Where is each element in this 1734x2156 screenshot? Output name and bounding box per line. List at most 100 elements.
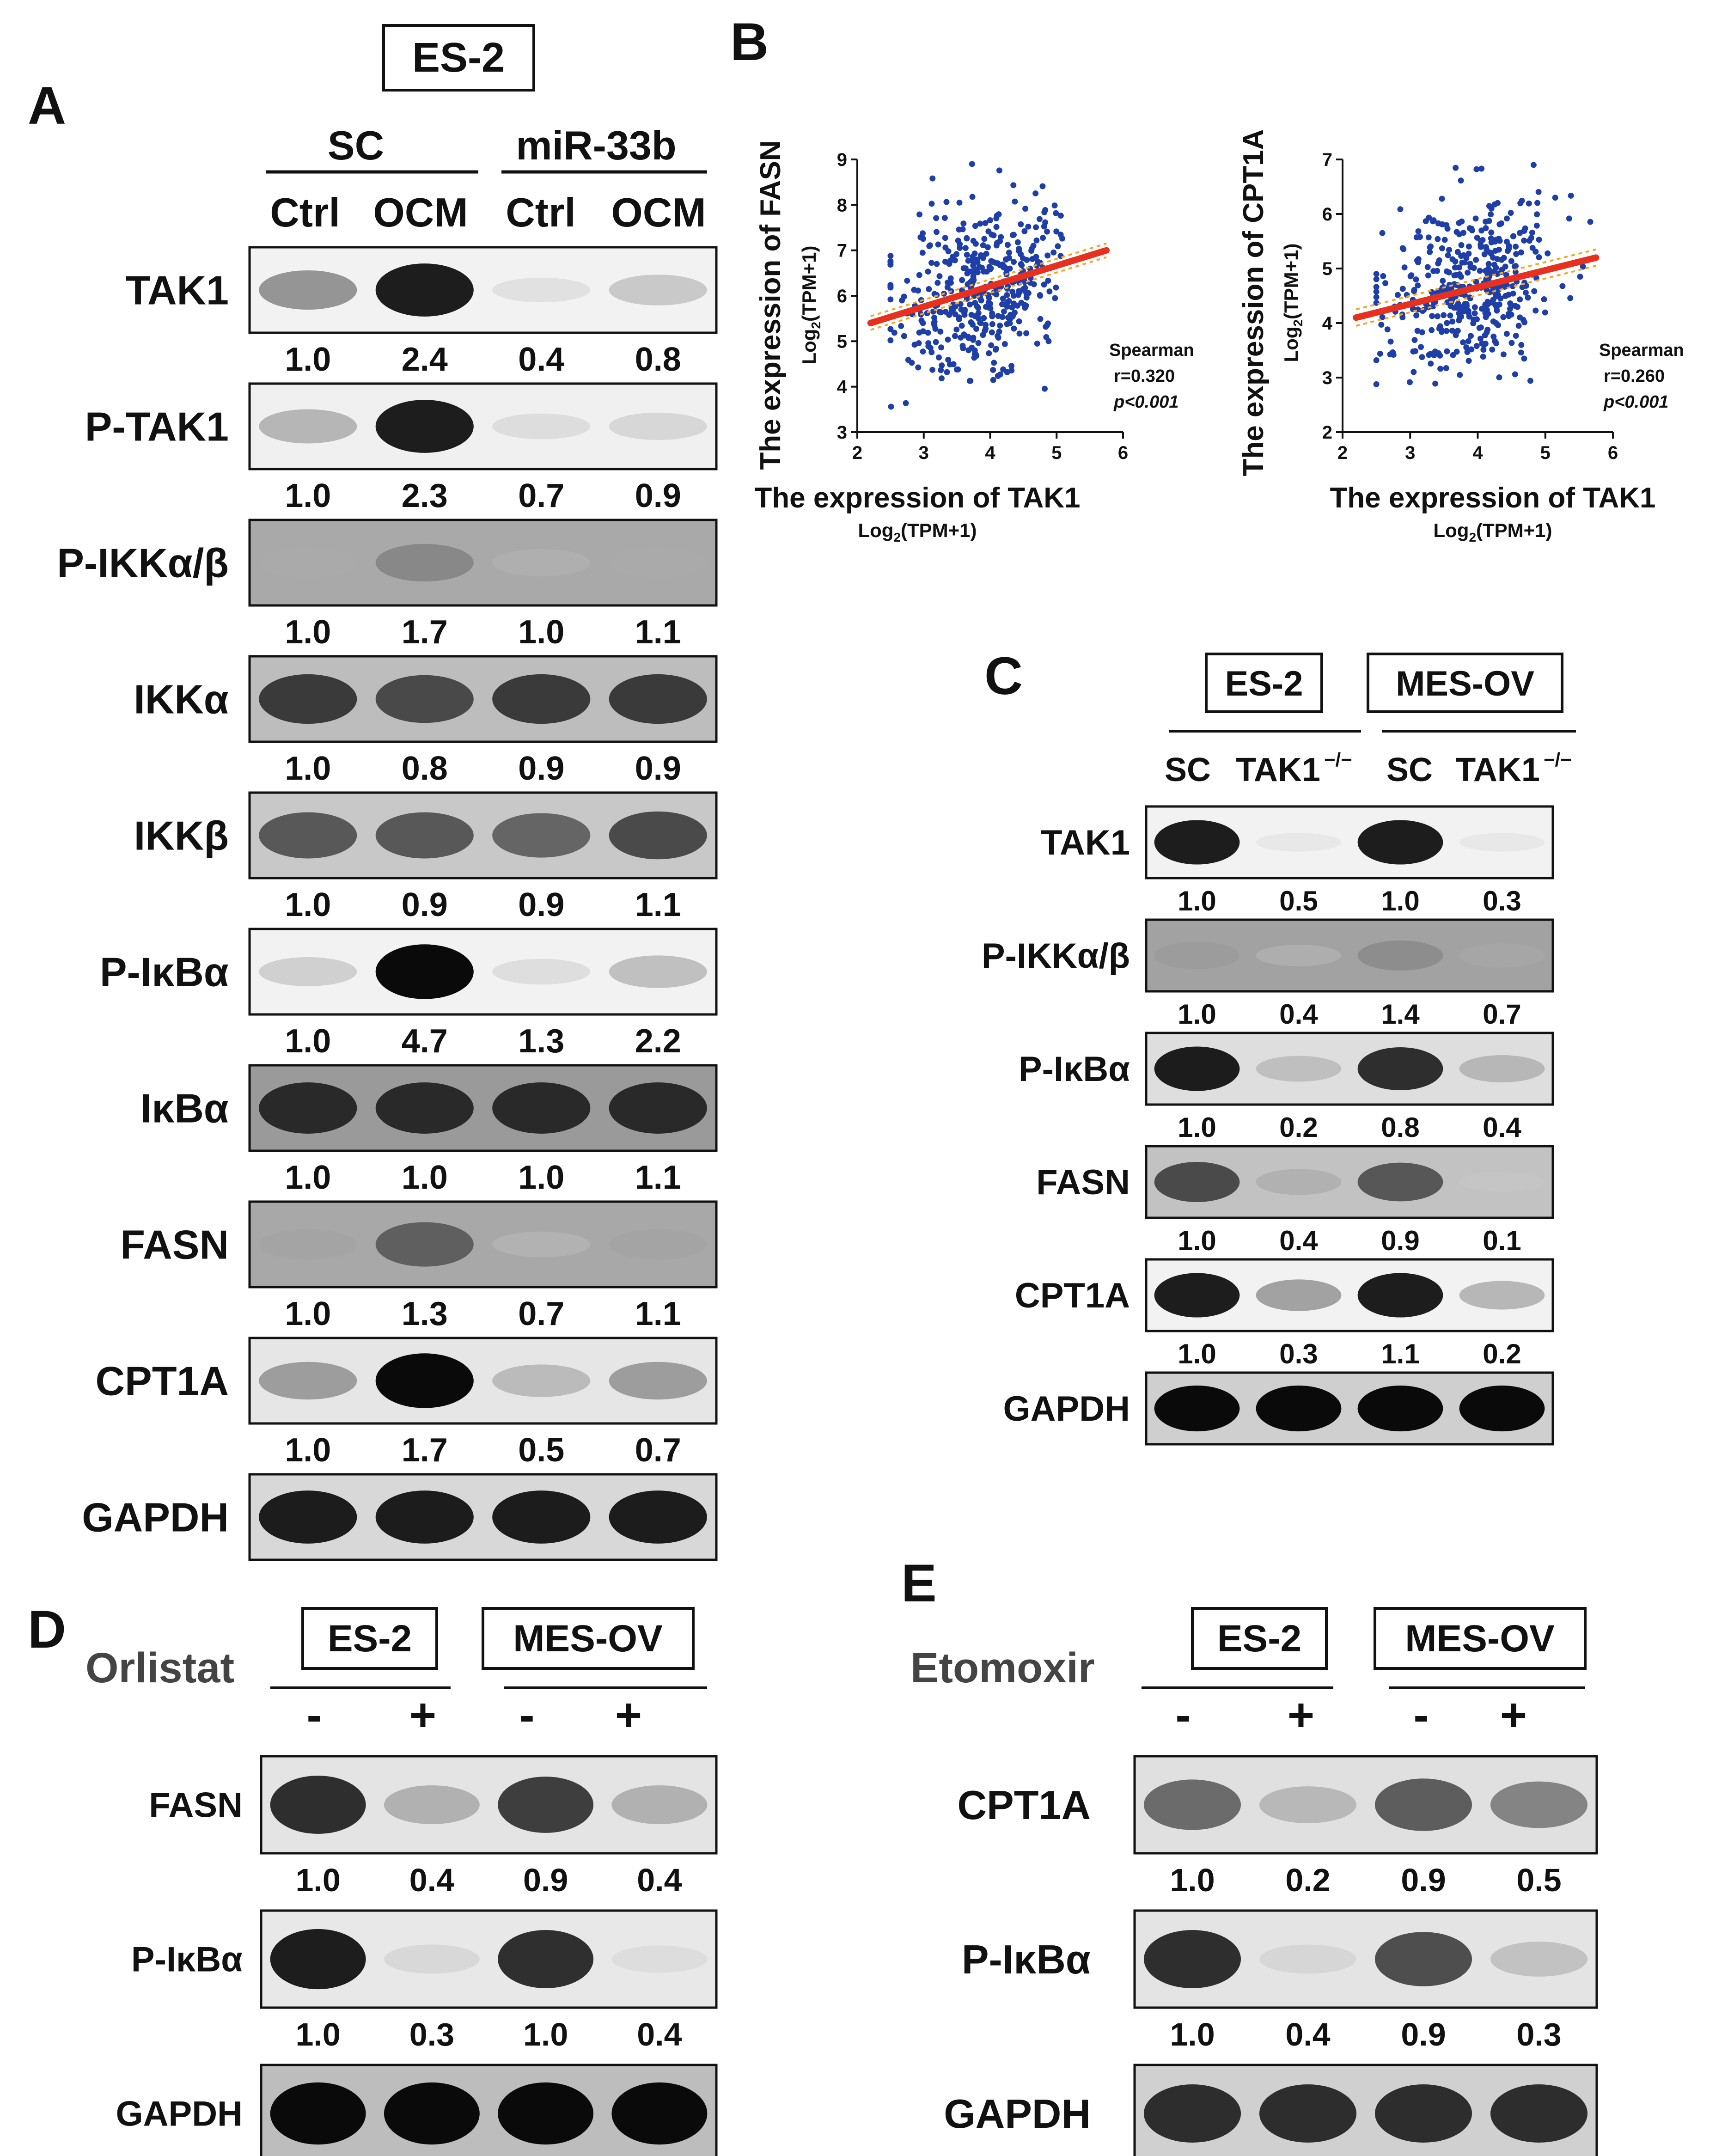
plot1-point [920,328,926,335]
panelA-blot-ikkb-label: IKKβ [134,812,229,858]
plot1-point [926,286,932,293]
plot1-point [887,337,894,343]
panel-c-cell-line-2: MES-OV [1396,664,1534,703]
panel-e-sign-2: + [1288,1689,1314,1741]
panelA-blot-fasn-value-2: 1.3 [402,1295,448,1332]
plot1-point [888,403,894,410]
panel-e-cell-line-box-1 [1191,1607,1328,1670]
plot1-ytick-label: 8 [837,195,847,215]
panelE-blot-cpt1a-label: CPT1A [958,1782,1091,1828]
plot2-point [1505,311,1512,317]
panelA-blot-tak1-value-4: 0.8 [635,341,681,378]
plot2-point [1480,354,1486,360]
plot1-point [952,333,958,339]
plot1-point [945,356,952,363]
panelA-blot-ikba-value-2: 1.0 [402,1159,448,1196]
panelE-blot-p-ikba-value-4: 0.3 [1516,2016,1561,2052]
plot1-point [1006,250,1012,256]
panelD-blot-p-ikba-band-1 [270,1929,366,1990]
panelA-blot-p-ikka-b-band-4 [609,548,707,577]
plot1-point [1057,213,1064,219]
plot2-point [1467,261,1473,267]
plot2-point [1395,292,1401,298]
plot2-point [1517,230,1523,236]
panel-e-treatment: Etomoxir [910,1644,1095,1692]
plot2-point [1513,333,1519,339]
panelA-blot-p-tak1-band-2 [375,400,474,453]
plot2-point [1397,206,1404,213]
plot2-xtick-label: 2 [1337,443,1348,463]
panelA-blot-ikba-band-2 [375,1082,474,1134]
plot2-point [1470,320,1477,327]
plot1-ytick-label: 7 [837,241,847,261]
plot1-point [992,346,999,353]
plot1-stat-p: p<0.001 [1113,392,1179,412]
plot1-point [1023,330,1030,336]
panel-c-cond-4-sup: −/− [1544,749,1572,770]
plot1-point [993,224,1000,230]
plot1-xtick-label: 6 [1118,443,1128,463]
plot2-point [1453,348,1460,355]
plot1-point [964,251,970,258]
panelE-blot-cpt1a-band-2 [1259,1786,1356,1823]
panelD-blot-fasn-label: FASN [149,1786,243,1825]
plot1-point [1059,235,1066,242]
panelC-blot-gapdh-band-3 [1357,1385,1443,1432]
plot2-point [1425,272,1431,279]
plot1-point [919,250,926,256]
plot2-point [1377,350,1383,357]
plot2-point [1533,222,1540,229]
panel-d-cell-line-box-2 [482,1607,695,1670]
panelD-blot-gapdh-band-4 [611,2082,708,2145]
plot2-point [1518,342,1525,348]
panel-a: A ES-2 SC miR-33b Ctrl OCM Ctrl OCM TAK1… [28,24,718,1561]
panel-e-cell-line-box-2 [1374,1607,1587,1670]
panelA-blot-p-tak1-value-3: 0.7 [518,477,564,514]
panelC-blot-p-ikba-band-4 [1459,1055,1545,1082]
panelA-blot-p-tak1-band-3 [492,413,591,440]
plot2-point [1419,354,1425,360]
panelA-blot-p-ikka-b-value-1: 1.0 [285,614,331,651]
plot2-point [1447,312,1453,319]
plot1-point [974,269,981,275]
plot2-point [1427,244,1433,250]
panel-d-sign-1: - [306,1689,322,1741]
panelE-blot-cpt1a-value-1: 1.0 [1170,1862,1215,1898]
plot1-point [887,262,894,268]
plot2-point [1489,346,1496,353]
plot1-point [891,330,898,336]
plot2-point [1481,251,1488,257]
plot1-point [967,269,973,275]
panel-c-cell-line-1: ES-2 [1225,664,1303,703]
plot2-point [1460,252,1467,258]
plot2-point [1484,299,1491,305]
plot2-point [1454,249,1461,255]
plot2-point [1460,339,1466,346]
plot1-point [989,321,995,327]
panelC-blot-p-ikka-b-label: P-IKKα/β [982,936,1130,976]
plot1-point [1012,198,1018,205]
panel-e-cell-line-1: ES-2 [1217,1618,1301,1660]
panelA-blot-p-ikba-band-3 [492,959,591,985]
plot1-point [1021,279,1028,285]
plot2-point [1510,233,1516,239]
plot2-point [1411,337,1418,343]
plot1-point [1021,228,1028,234]
plot2-point [1566,215,1572,222]
panelA-blot-p-tak1-band-4 [609,412,707,440]
panelC-blot-cpt1a-value-3: 1.1 [1381,1338,1419,1369]
plot1-point [955,366,961,373]
plot1-point [997,371,1003,378]
panelA-blot-p-ikba-band-2 [375,944,474,999]
plot2-point [1468,333,1474,339]
plot2-point [1476,325,1483,331]
panelD-blot-fasn-value-1: 1.0 [295,1862,340,1898]
plot2-point [1522,289,1529,296]
plot2-point [1488,250,1495,257]
panelD-blot-fasn-band-3 [498,1777,594,1833]
plot2-point [1536,237,1542,243]
plot1-fit-line [867,247,1110,326]
panelD-blot-gapdh-band-2 [384,2082,480,2145]
plot1-point [887,284,894,291]
